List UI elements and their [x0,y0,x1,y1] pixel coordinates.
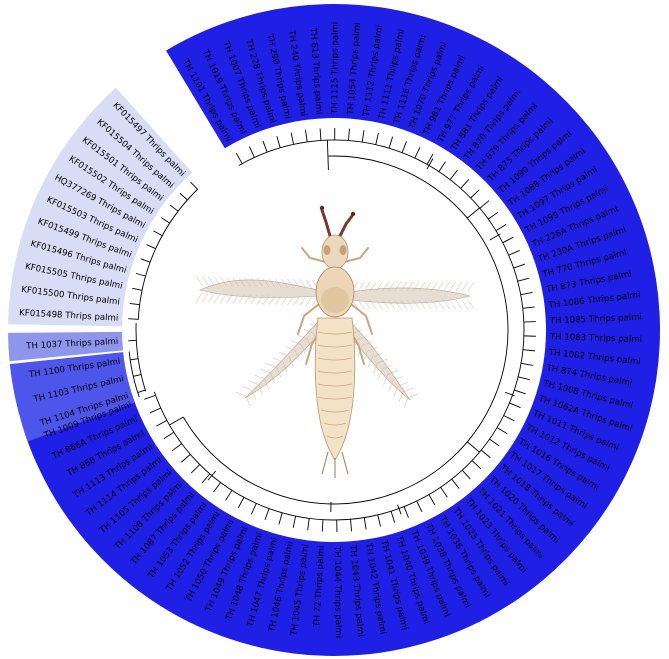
branch-node [490,234,500,240]
branch-tip [439,162,446,172]
branch-tip [521,292,533,294]
branch-tip [480,201,489,209]
branch-tip [265,509,269,520]
branch-tip [404,507,408,518]
leaf-label: TH 1115 Thrips palmi [330,22,340,115]
branch-tip [153,231,162,236]
branch-connector [327,140,328,156]
branch-tip [523,350,535,351]
branch-tip [518,377,530,380]
branch-tip [389,137,392,148]
branch-tip [191,464,199,472]
branch-tip [191,182,198,189]
branch-tip [136,273,146,276]
branch-tip [279,513,282,525]
branch-tip [236,153,242,164]
thrips-insect-illustration [196,206,474,478]
branch-tip [471,190,480,198]
branch-tip [130,303,140,304]
branch-tip [378,515,381,527]
branch-tip [523,307,535,308]
branch-tip [514,264,525,268]
branch-tip [481,450,490,458]
branch-tip [503,237,514,243]
right-forewing [350,282,474,309]
branch-tip [504,415,515,420]
branch-tip [213,482,220,492]
branch-tip [138,390,146,392]
branch-tip [362,130,364,142]
branch-tip [429,495,435,505]
branch-tip [417,501,422,512]
branch-tip [147,245,156,249]
branch-node [208,471,216,480]
branch-tip [128,319,138,320]
branch-tip [144,395,155,399]
branch-tip [164,432,174,438]
branch-tip [348,129,349,141]
branch-tip [490,439,500,446]
branch-tip [509,403,520,408]
branch-connector [467,208,479,218]
branch-tip [251,503,256,514]
branch-tip [130,359,138,360]
branch-tip [521,363,533,365]
branch-tip [402,141,406,152]
branch-tip [497,428,507,434]
branch-tip [150,408,161,413]
branch-tip [514,390,525,394]
branch-tip [518,278,530,281]
branch-tip [306,130,308,142]
branch-tip [308,518,310,530]
branch-tip [161,218,169,223]
branch-tip [322,520,323,532]
branch-tip [132,288,142,290]
branch-connector [467,442,479,452]
branch-tip [141,259,150,262]
branch-tip [496,224,506,230]
branch-tip [351,519,352,531]
branch-tip [461,179,469,188]
branch-tip [376,133,379,145]
branch-tip [524,322,536,323]
insect-abdomen [315,318,355,460]
left-forewing [196,276,318,306]
branch-tip [277,136,280,148]
branch-tip [181,454,190,462]
branch-tip [238,497,244,508]
branch-node [398,505,401,514]
branch-connector [169,417,183,425]
branch-tip [462,470,470,479]
insect-antennae [320,206,355,236]
branch-tip [291,133,294,145]
branch-tip [133,375,141,377]
branch-tip [263,141,267,152]
branch-tip [452,479,459,488]
branch-tip [509,250,520,255]
branch-tip [441,487,448,497]
branch-outgroup-arc [136,323,146,391]
branch-tip [364,518,366,530]
leaf-label: TH 1044 Thrips palmi [332,545,343,638]
branch-tip [202,474,210,483]
branch-tip [172,444,182,451]
branch-tip [180,193,187,200]
branch-tip [415,147,420,158]
branch-tip [293,516,295,528]
branch-tip [320,128,321,140]
branch-tip [226,490,232,500]
branch-tip [450,170,457,179]
branch-tip [488,212,498,219]
branch-tip [249,147,254,158]
branch-tip [170,205,178,211]
branch-tip [472,461,481,469]
branch-tip [391,511,395,522]
branch-tip [156,420,167,426]
